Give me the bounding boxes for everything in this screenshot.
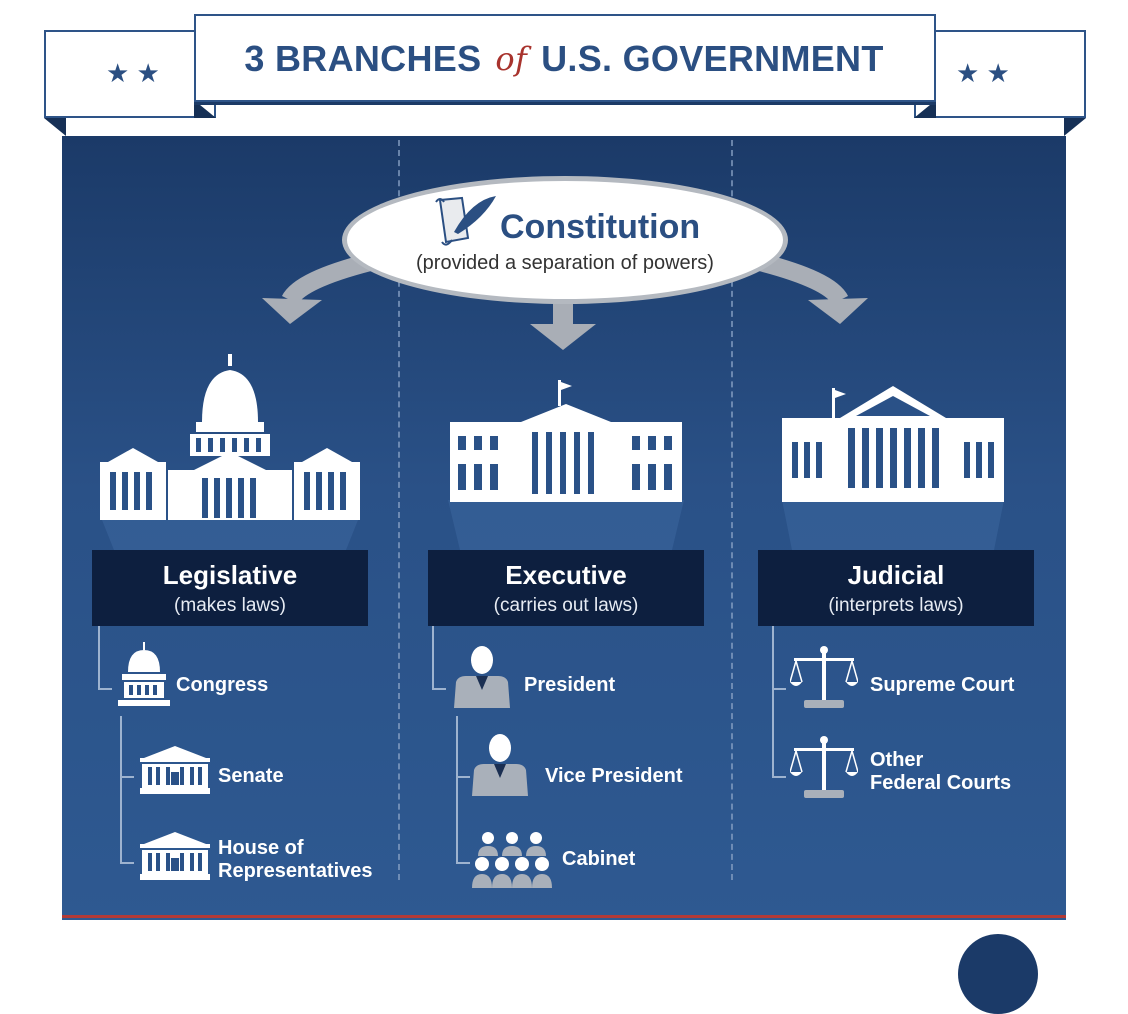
constitution-oval [342, 176, 788, 304]
banner-ribbon-right [914, 30, 1086, 118]
supreme-court-icon [782, 386, 1004, 550]
senate-building-icon [140, 746, 210, 794]
federal-courts-line1: Other [870, 749, 924, 771]
title-part2: U.S. GOVERNMENT [541, 38, 884, 79]
banner-ribbon-left [44, 30, 216, 118]
scales-of-justice-icon [790, 646, 858, 708]
house-building-icon [140, 832, 210, 880]
page-title: 3 BRANCHES of U.S. GOVERNMENT [196, 18, 932, 100]
senate-label: Senate [218, 765, 284, 787]
scales-of-justice-icon-federal [790, 736, 858, 798]
bottom-accent-line [62, 915, 1066, 918]
judicial-name: Judicial [847, 560, 945, 590]
executive-tree-branch [432, 688, 446, 690]
judicial-header: Judicial (interprets laws) [758, 550, 1034, 626]
senate-tree-branch [120, 776, 134, 778]
vice-president-label: Vice President [545, 765, 683, 787]
judicial-role: (interprets laws) [828, 595, 964, 616]
constitution-title: Constitution [500, 208, 701, 246]
congress-tree-line [120, 716, 122, 862]
constitution-subtitle: (provided a separation of powers) [416, 252, 714, 274]
judicial-tree-line [772, 626, 774, 776]
supreme-court-label: Supreme Court [870, 674, 1015, 696]
supreme-court-tree-branch [772, 688, 786, 690]
legislative-header: Legislative (makes laws) [92, 550, 368, 626]
title-part1: 3 BRANCHES [244, 38, 482, 79]
cabinet-group-icon [472, 832, 552, 888]
executive-header: Executive (carries out laws) [428, 550, 704, 626]
white-house-icon [448, 380, 684, 550]
federal-courts-line2: Federal Courts [870, 772, 1012, 794]
house-tree-branch [120, 862, 134, 864]
congress-dome-icon [118, 642, 170, 706]
column-divider-right [731, 140, 733, 880]
constitution-arrows [262, 253, 868, 350]
house-label-line2: Representatives [218, 860, 373, 882]
capitol-building-icon [100, 354, 360, 550]
house-label: House of Representatives [218, 837, 373, 883]
federal-courts-tree-branch [772, 776, 786, 778]
legislative-role: (makes laws) [174, 595, 286, 616]
executive-tree-line [432, 626, 434, 688]
cabinet-tree-branch [456, 862, 470, 864]
vp-tree-branch [456, 776, 470, 778]
federal-courts-label: Other Federal Courts [870, 749, 1011, 795]
house-label-line1: House of [218, 837, 304, 859]
vice-president-person-icon [472, 734, 528, 796]
legislative-tree-branch [98, 688, 112, 690]
legislative-tree-line [98, 626, 100, 688]
executive-role: (carries out laws) [493, 595, 639, 616]
president-label: President [524, 674, 616, 696]
executive-name: Executive [505, 560, 627, 590]
column-divider-left [398, 140, 400, 880]
president-tree-line [456, 716, 458, 862]
star-icons-right: ★ ★ [956, 58, 1010, 88]
title-banner [194, 14, 936, 102]
banner-fold-shadows [44, 100, 1086, 136]
star-icons-left: ★ ★ [106, 58, 160, 88]
bottom-circle-fragment [958, 934, 1038, 1014]
legislative-name: Legislative [162, 560, 298, 590]
scroll-quill-icon [435, 196, 496, 246]
title-connector: of [495, 40, 528, 78]
cabinet-label: Cabinet [562, 848, 636, 870]
congress-label: Congress [176, 674, 269, 696]
president-person-icon [454, 646, 510, 708]
